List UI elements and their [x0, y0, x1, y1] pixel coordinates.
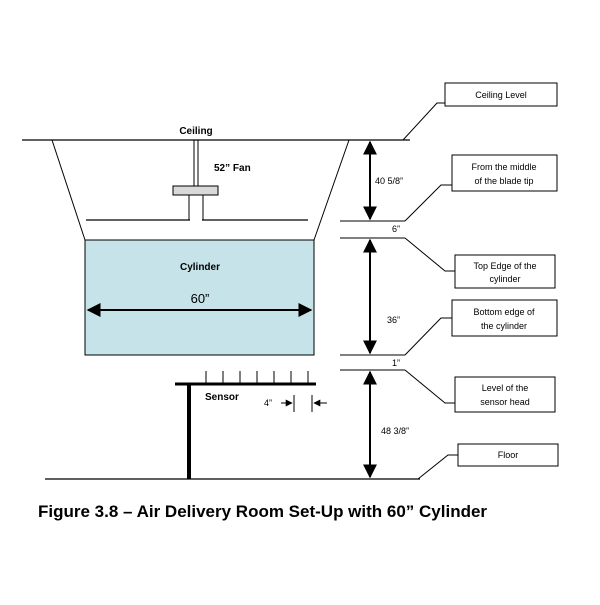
dim-blade-top-label: 6”	[392, 224, 400, 234]
callout-box-ceiling-level	[444, 82, 558, 107]
callout-bottom-edge-line2: the cylinder	[481, 321, 527, 331]
callout-box-floor	[457, 443, 559, 467]
callout-bottom-edge-line1: Bottom edge of	[473, 307, 535, 317]
sensor-gap-label: 4”	[264, 398, 272, 408]
callout-box-bottom-edge	[451, 299, 558, 337]
hood-right-side	[313, 139, 350, 241]
dim-ceiling-blade-label: 40 5/8”	[375, 176, 403, 186]
fan-shaft	[188, 194, 204, 221]
hood-left-side	[51, 139, 86, 241]
callout-box-sensor-head	[454, 376, 556, 413]
callout-top-edge-line1: Top Edge of the	[473, 261, 536, 271]
callout-pointer-floor	[417, 454, 458, 480]
callout-pointer-bottom-edge	[404, 317, 452, 356]
ceiling-label: Ceiling	[179, 126, 212, 137]
dim-sensor-floor-label: 48 3/8”	[381, 426, 409, 436]
callout-pointer-top-edge	[404, 237, 455, 272]
callout-box-blade-tip	[451, 154, 558, 192]
callout-floor: Floor	[498, 450, 519, 460]
callout-top-edge-line2: cylinder	[489, 274, 520, 284]
callout-sensor-head-line1: Level of the	[482, 383, 529, 393]
cylinder-label: Cylinder	[180, 262, 220, 273]
dim-bottom-sensor-label: 1”	[392, 358, 400, 368]
sensor-label: Sensor	[205, 392, 239, 403]
callout-pointer-blade-tip	[404, 184, 452, 222]
fan-hub	[172, 185, 219, 196]
callout-blade-tip-line1: From the middle	[471, 162, 536, 172]
dim-cylinder-height-label: 36”	[387, 315, 400, 325]
callout-box-top-edge	[454, 254, 556, 289]
callout-pointer-ceiling-level	[402, 102, 445, 141]
cylinder-width-label: 60”	[191, 291, 210, 306]
sensor-heads	[205, 371, 309, 384]
callout-ceiling-level: Ceiling Level	[475, 90, 527, 100]
callout-pointer-sensor-head	[404, 369, 455, 404]
cylinder	[84, 239, 315, 356]
fan-label: 52” Fan	[214, 163, 251, 174]
figure-caption: Figure 3.8 – Air Delivery Room Set-Up wi…	[38, 502, 488, 521]
callout-blade-tip-line2: of the blade tip	[474, 176, 533, 186]
callout-sensor-head-line2: sensor head	[480, 397, 530, 407]
